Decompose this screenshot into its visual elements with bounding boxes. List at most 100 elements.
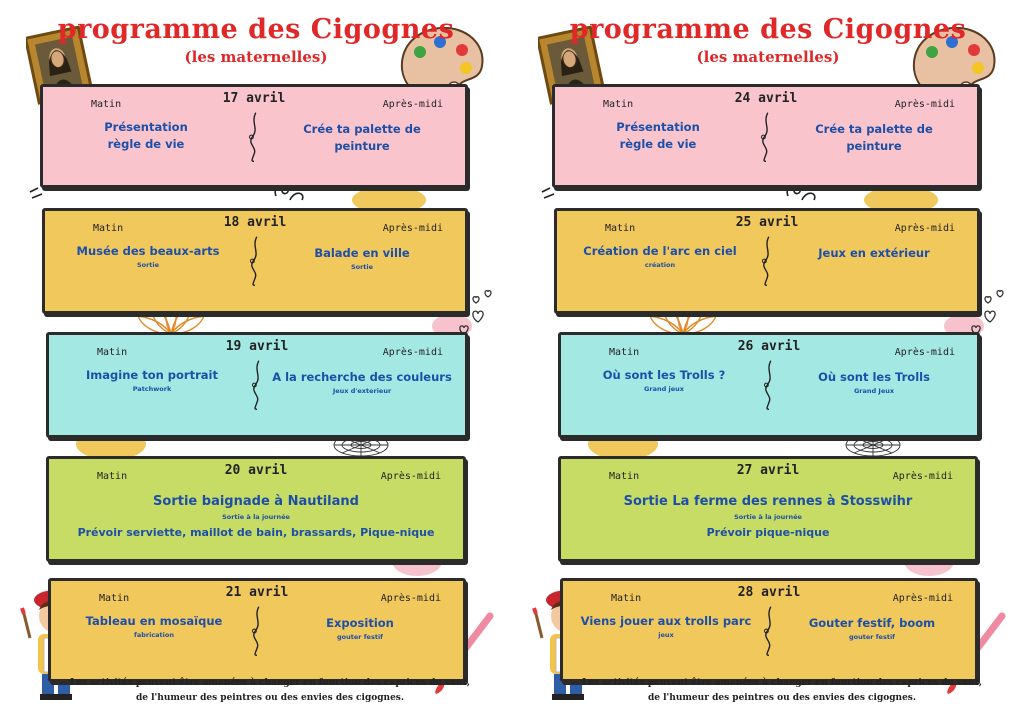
page-right: programme des Cigognes(les maternelles)2… xyxy=(512,0,1024,724)
squiggle-divider-icon xyxy=(761,359,777,415)
morning-activity-sub: Sortie xyxy=(136,261,160,269)
afternoon-activity-title: Où sont les Trolls xyxy=(818,370,930,384)
morning-activity: Création de l'arc en ciel création xyxy=(565,243,755,270)
morning-activity-sub: Grand jeux xyxy=(644,385,684,393)
dash-marks-icon xyxy=(29,187,43,199)
afternoon-label: Après-midi xyxy=(380,593,441,604)
afternoon-activity-sub: Grand Jeux xyxy=(853,387,895,395)
squiggle-divider-icon xyxy=(249,605,265,661)
page-title: programme des Cigognes xyxy=(57,14,455,45)
full-day-sub: Sortie à la journée xyxy=(734,513,802,521)
day-date: 21 avril xyxy=(225,585,289,600)
afternoon-label: Après-midi xyxy=(380,471,441,482)
afternoon-activity-sub: Sortie xyxy=(350,263,374,271)
afternoon-label: Après-midi xyxy=(892,471,953,482)
afternoon-activity-title: A la recherche des couleurs xyxy=(272,370,452,384)
footer-note: Les activités peuvent être amenées à cha… xyxy=(572,676,992,706)
afternoon-label: Après-midi xyxy=(894,223,955,234)
morning-activity: Présentation règle de vie xyxy=(51,119,241,153)
morning-label: Matin xyxy=(605,223,636,234)
afternoon-activity-sub: gouter festif xyxy=(337,633,383,641)
squiggle-divider-icon xyxy=(247,235,263,291)
mona-lisa-frame-icon xyxy=(26,26,92,105)
swirl-icon xyxy=(786,183,816,201)
morning-label: Matin xyxy=(97,347,128,358)
full-day-note: Prévoir serviette, maillot de bain, bras… xyxy=(77,526,435,539)
squiggle-divider-icon xyxy=(246,111,262,167)
page-subtitle: (les maternelles) xyxy=(184,48,328,66)
day-date: 28 avril xyxy=(737,585,801,600)
afternoon-activity-sub: Jeux d'exterieur xyxy=(332,387,392,395)
squiggle-divider-icon xyxy=(759,235,775,291)
day-date: 24 avril xyxy=(734,91,798,106)
afternoon-label: Après-midi xyxy=(894,347,955,358)
morning-activity: Tableau en mosaïque fabrication xyxy=(59,613,249,640)
afternoon-activity: Jeux en extérieur xyxy=(779,245,969,262)
footer-line-1: Les activités peuvent être amenées à cha… xyxy=(582,678,982,688)
afternoon-activity-title: Crée ta palette de peinture xyxy=(303,122,421,153)
morning-activity-title: Où sont les Trolls ? xyxy=(602,368,726,382)
footer-line-2: de l'humeur des peintres ou des envies d… xyxy=(647,693,917,703)
morning-label: Matin xyxy=(99,593,130,604)
squiggle-divider-icon xyxy=(758,111,774,167)
footer-line-2: de l'humeur des peintres ou des envies d… xyxy=(135,693,405,703)
morning-label: Matin xyxy=(97,471,128,482)
swirl-icon xyxy=(274,183,304,201)
morning-label: Matin xyxy=(93,223,124,234)
squiggle-divider-icon xyxy=(761,605,777,661)
afternoon-activity: Crée ta palette de peinture xyxy=(267,121,457,155)
dash-marks-icon xyxy=(541,187,555,199)
squiggle-divider-icon xyxy=(249,359,265,415)
afternoon-activity-title: Gouter festif, boom xyxy=(808,616,936,630)
morning-label: Matin xyxy=(609,347,640,358)
full-day-title: Sortie La ferme des rennes à Stosswihr xyxy=(623,494,913,509)
day-date: 25 avril xyxy=(735,215,799,230)
page-subtitle: (les maternelles) xyxy=(696,48,840,66)
afternoon-activity-title: Balade en ville xyxy=(314,246,410,260)
day-date: 17 avril xyxy=(222,91,286,106)
full-day-sub: Sortie à la journée xyxy=(222,513,290,521)
morning-activity-title: Création de l'arc en ciel xyxy=(583,244,737,258)
day-date: 26 avril xyxy=(737,339,801,354)
morning-label: Matin xyxy=(609,471,640,482)
morning-activity-sub: fabrication xyxy=(134,631,174,639)
morning-activity-sub: Patchwork xyxy=(132,385,172,393)
morning-activity-sub: création xyxy=(644,261,676,269)
morning-activity-title: Présentation règle de vie xyxy=(616,120,700,151)
afternoon-activity: Crée ta palette de peinture xyxy=(779,121,969,155)
afternoon-label: Après-midi xyxy=(382,347,443,358)
afternoon-activity-title: Exposition xyxy=(326,616,394,630)
morning-label: Matin xyxy=(611,593,642,604)
day-date: 27 avril xyxy=(736,463,800,478)
afternoon-label: Après-midi xyxy=(894,99,955,110)
morning-activity: Présentation règle de vie xyxy=(563,119,753,153)
morning-activity: Où sont les Trolls ? Grand jeux xyxy=(569,367,759,394)
full-day-title: Sortie baignade à Nautiland xyxy=(153,494,359,509)
afternoon-activity-title: Jeux en extérieur xyxy=(818,246,930,260)
footer-note: Les activités peuvent être amenées à cha… xyxy=(60,676,480,706)
day-date: 18 avril xyxy=(223,215,287,230)
morning-activity-title: Présentation règle de vie xyxy=(104,120,188,151)
afternoon-label: Après-midi xyxy=(892,593,953,604)
afternoon-label: Après-midi xyxy=(382,223,443,234)
morning-activity-title: Tableau en mosaïque xyxy=(85,614,223,628)
day-date: 19 avril xyxy=(225,339,289,354)
morning-activity-sub: jeux xyxy=(658,631,674,639)
full-day-note: Prévoir pique-nique xyxy=(706,526,830,539)
